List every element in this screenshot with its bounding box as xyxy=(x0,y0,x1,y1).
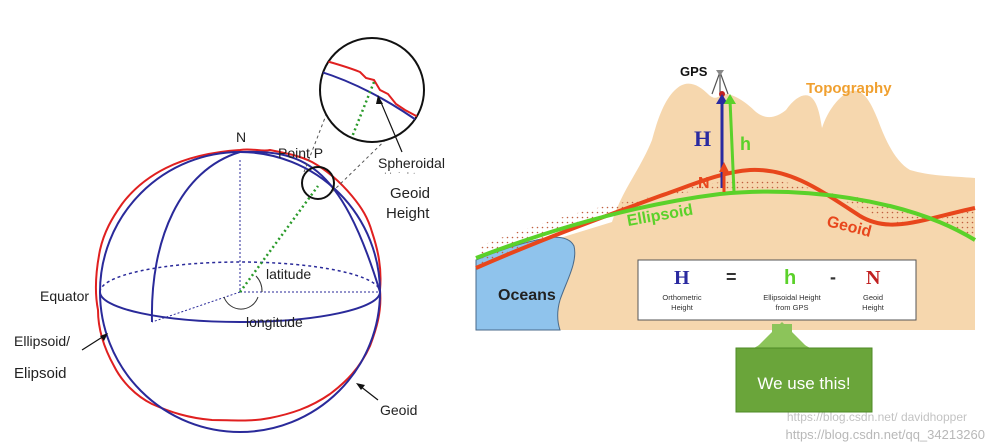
formula-N-desc-2: Height xyxy=(862,303,885,312)
gps-receiver-icon xyxy=(711,70,729,97)
longitude-arc xyxy=(223,296,259,310)
spheroidal-pointer xyxy=(379,99,403,153)
meridian-left xyxy=(150,151,241,323)
geoid-curve xyxy=(475,167,976,270)
equator-label: Equator xyxy=(40,288,89,304)
geoid-height-label-1: Geoid xyxy=(390,185,430,202)
watermark-2: https://blog.csdn.net/qq_34213260 xyxy=(785,427,986,442)
equator-front xyxy=(99,291,381,323)
formula-h-desc-1: Ellipsoidal Height xyxy=(763,293,821,302)
geoid-pointer-head xyxy=(356,383,365,390)
formula-h-desc-2: from GPS xyxy=(776,303,809,312)
gps-label: GPS xyxy=(680,64,708,79)
oceans-label: Oceans xyxy=(498,287,556,304)
spheroidal-pointer-head xyxy=(376,95,383,104)
meridian-right xyxy=(239,150,381,293)
ellipsoid-pointer-head xyxy=(100,333,108,341)
orthometric-height-arrowhead xyxy=(716,94,728,104)
formula-H-desc-1: Orthometric xyxy=(662,293,701,302)
geoid-outline xyxy=(94,148,382,422)
formula-H-desc-2: Height xyxy=(671,303,694,312)
geoid-height-label-2: Height xyxy=(386,205,430,222)
zoom-inset xyxy=(319,37,425,143)
geoid-label: Geoid xyxy=(380,402,417,418)
geoid-ellipsoid-gap xyxy=(480,180,975,264)
ellipsoid-pointer xyxy=(81,335,105,351)
longitude-label: longitude xyxy=(246,314,303,330)
we-use-this-callout: We use this! xyxy=(735,322,873,413)
geoid-height-arrowhead xyxy=(719,162,729,172)
formula-minus: - xyxy=(830,267,836,287)
left-earth-diagram: N Point P Spheroidal Height Geoid Height… xyxy=(14,37,445,433)
formula-H: H xyxy=(674,267,690,289)
h-label: h xyxy=(740,134,751,154)
zoom-connector-1 xyxy=(303,109,329,173)
formula-equals: = xyxy=(726,267,737,287)
latitude-label: latitude xyxy=(266,266,311,282)
ellipsoidal-height-arrowhead xyxy=(724,94,736,104)
spheroidal-label: Spheroidal xyxy=(378,155,445,171)
formula-N: N xyxy=(866,267,881,289)
point-p-marker xyxy=(301,166,335,200)
point-p-label: Point P xyxy=(278,145,323,161)
callout-text: We use this! xyxy=(757,374,850,393)
ellipsoid-curve xyxy=(475,189,977,260)
geoid-pointer xyxy=(359,385,379,401)
formula-h: h xyxy=(784,267,796,289)
radius-meridian xyxy=(151,291,241,323)
ellipsoid-label-1: Ellipsoid/ xyxy=(14,333,70,349)
north-label: N xyxy=(236,129,246,145)
geoid-height-label-bg xyxy=(382,174,442,186)
height-formula-box: H = h - N Orthometric Height Ellipsoidal… xyxy=(637,259,917,321)
right-topography-diagram: GPS Topography H h N Ellipsoid Geoid Oce… xyxy=(475,64,977,413)
watermark-1: https://blog.csdn.net/ davidhopper xyxy=(786,410,967,424)
radius-to-point-p xyxy=(238,185,320,293)
ellipsoid-label-2: Elipsoid xyxy=(14,365,67,382)
formula-N-desc-1: Geoid xyxy=(863,293,883,302)
N-label: N xyxy=(698,175,710,192)
ellipsoidal-height-arrow xyxy=(728,99,736,193)
topography-label: Topography xyxy=(806,80,892,97)
latitude-arc xyxy=(255,275,263,293)
H-label: H xyxy=(694,126,711,151)
